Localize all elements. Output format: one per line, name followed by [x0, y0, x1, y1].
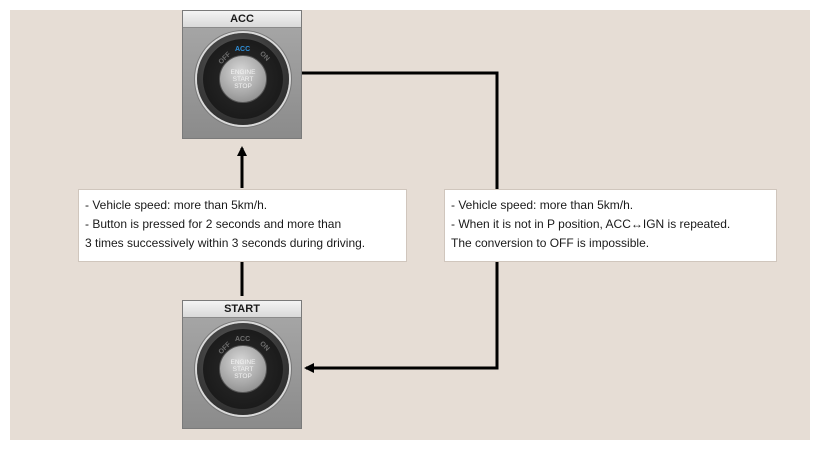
button-line-engine: ENGINE [230, 358, 256, 366]
start-to-acc-condition-note: - Vehicle speed: more than 5km/h. - Butt… [78, 189, 407, 262]
button-line-start: START [232, 75, 254, 83]
engine-start-stop-knob: OFF ACC ON ENGINE START STOP [197, 33, 289, 125]
note-line: - Vehicle speed: more than 5km/h. [451, 198, 634, 212]
acc-panel-title: ACC [183, 11, 301, 28]
button-line-engine: ENGINE [230, 68, 256, 76]
button-line-stop: STOP [234, 372, 252, 380]
note-line: 3 times successively within 3 seconds du… [85, 236, 366, 250]
ring-label-acc: ACC [235, 336, 251, 343]
engine-start-stop-knob: OFF ACC ON ENGINE START STOP [197, 323, 289, 415]
engine-start-stop-button: ENGINE START STOP [219, 345, 267, 393]
start-switch-panel: START OFF ACC ON ENGINE START STOP [182, 300, 302, 429]
ring-label-acc: ACC [235, 46, 251, 53]
engine-start-stop-button: ENGINE START STOP [219, 55, 267, 103]
acc-switch-panel: ACC OFF ACC ON ENGINE START STOP [182, 10, 302, 139]
note-line: The conversion to OFF is impossible. [451, 236, 650, 250]
note-line: - Vehicle speed: more than 5km/h. [85, 198, 268, 212]
start-panel-title: START [183, 301, 301, 318]
button-line-stop: STOP [234, 82, 252, 90]
acc-to-start-condition-note: - Vehicle speed: more than 5km/h. - When… [444, 189, 777, 262]
button-line-start: START [232, 365, 254, 373]
note-line: - When it is not in P position, ACC↔IGN … [451, 217, 731, 231]
note-line: - Button is pressed for 2 seconds and mo… [85, 217, 342, 231]
